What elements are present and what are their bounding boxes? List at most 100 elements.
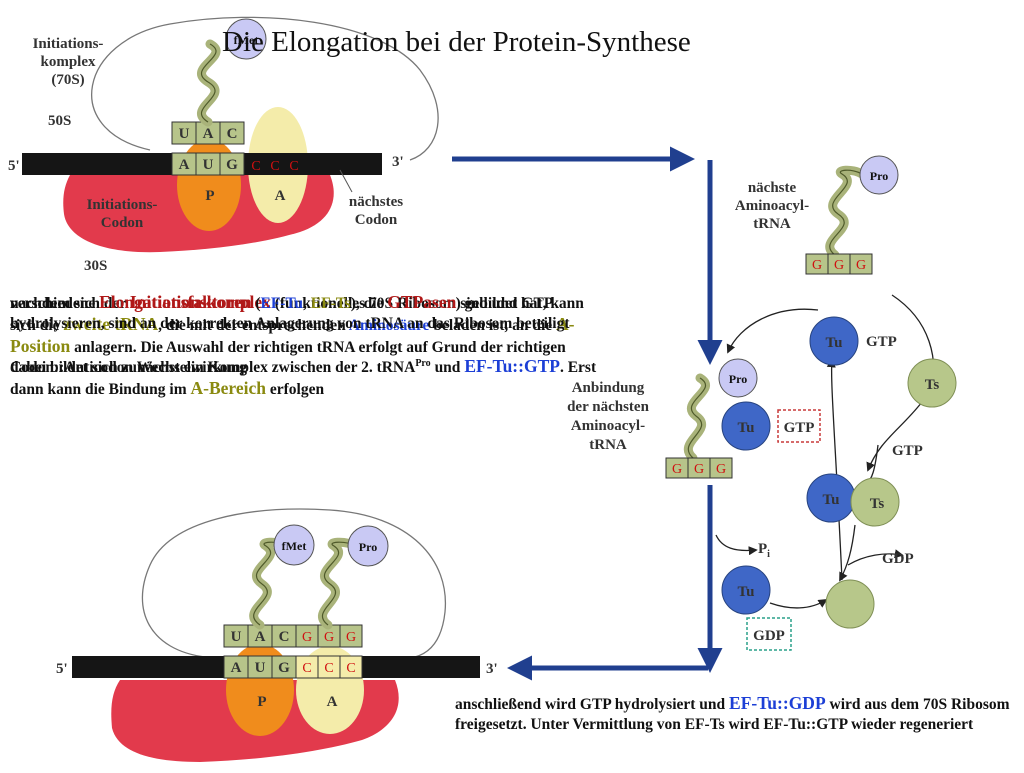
label-tu: Tu — [823, 492, 840, 508]
label-3-prime: 3' — [486, 661, 498, 677]
text-part: (funktionelles 70S Ribosom) gebildet hat… — [10, 295, 584, 334]
codon-box — [339, 655, 363, 679]
label-50s: 50S — [48, 113, 71, 129]
label-gtp: GTP — [866, 334, 897, 350]
text-part: , — [303, 295, 311, 312]
label-next-aminoacyl-trna: tRNA — [753, 216, 791, 232]
trna-tu-complex: G G G Tu GTP Pro Anbindung der nächsten … — [567, 358, 821, 479]
highlight-a-region: A-Bereich — [190, 378, 267, 399]
base-next-codon: C — [251, 159, 260, 174]
cycle-arrow — [826, 358, 843, 581]
text-part: anschließend wird GTP hydrolysiert und — [455, 696, 730, 713]
label-next-aminoacyl-trna: Aminoacyl- — [735, 198, 809, 214]
highlight-elongation-factors: Elongationsfaktoren — [99, 292, 252, 312]
base-anticodon: G — [834, 258, 844, 273]
ts-circle — [850, 477, 900, 527]
text-part: sind und GTP hydrolysieren, sind an der … — [10, 295, 570, 332]
text-part: und — [430, 359, 465, 377]
base-codon: G — [226, 157, 238, 173]
base-anticodon: G — [672, 462, 682, 477]
base-anticodon: U — [179, 126, 190, 142]
base-codon: C — [346, 661, 355, 676]
label-a-site: A — [327, 694, 338, 710]
top-ribosome: U A C A U G C C C fMet Initiations- komp… — [8, 16, 439, 274]
base-codon: A — [231, 660, 242, 676]
base-anticodon: C — [227, 126, 238, 142]
tu-circle — [721, 401, 771, 451]
tu-gdp-release: Pi Tu GDP — [715, 534, 792, 651]
anticodon-box — [339, 624, 363, 648]
cycle-arrow — [726, 308, 819, 354]
label-initiation-complex: (70S) — [51, 72, 84, 88]
anticodon-box — [219, 121, 245, 145]
base-anticodon: G — [302, 630, 312, 645]
amino-acid-fmet-circle — [225, 18, 267, 60]
gtp-dotted-box — [777, 409, 821, 443]
gdp-dotted-box — [746, 617, 792, 651]
superscript-pro: Pro — [415, 358, 431, 369]
label-5-prime: 5' — [8, 158, 20, 174]
highlight-a-position: A-Position — [10, 314, 575, 356]
trna-stem — [321, 541, 357, 626]
page-title: Die Elongation bei der Protein-Synthese — [222, 26, 691, 58]
flow-arrows — [452, 146, 723, 681]
label-gdp: GDP — [753, 628, 785, 644]
base-anticodon: G — [856, 258, 866, 273]
ribosome-50s-outline — [141, 508, 447, 659]
label-3-prime: 3' — [392, 154, 404, 170]
release-arrow — [715, 534, 758, 556]
base-anticodon: U — [231, 629, 242, 645]
trna-stem — [683, 373, 710, 463]
label-30s: 30S — [84, 258, 107, 274]
label-fmet: fMet — [234, 33, 259, 47]
label-pi: Pi — [758, 541, 770, 560]
base-anticodon: A — [203, 126, 214, 142]
text-part: , die mit der entsprechenden — [158, 317, 349, 334]
ribosome-50s-outline — [91, 16, 439, 161]
base-codon: U — [255, 660, 266, 676]
base-anticodon: G — [346, 630, 356, 645]
label-a-site: A — [275, 188, 286, 204]
base-codon: C — [302, 661, 311, 676]
trna-stem — [253, 541, 289, 626]
next-trna-group: G G G Pro nächste Aminoacyl- tRNA — [735, 155, 899, 275]
base-anticodon: C — [279, 629, 290, 645]
label-tu: Tu — [826, 335, 843, 351]
text-part: ), die — [350, 295, 388, 312]
label-fmet: fMet — [282, 539, 307, 553]
base-codon: A — [179, 157, 190, 173]
text-part: wird aus dem 70S Ribosom freigesetzt. Un… — [455, 696, 1010, 733]
trna-stem — [687, 377, 707, 459]
text-part: . Erst dann kann die Bindung im — [10, 359, 597, 399]
text-part: beladen ist, an die — [429, 317, 557, 334]
label-ts: Ts — [870, 496, 885, 512]
label-p-site: P — [257, 694, 266, 710]
base-codon: G — [278, 660, 290, 676]
text-initiation-complex: nachdem sich der Initiationskomplex (fun… — [10, 292, 600, 378]
trna-stem — [200, 43, 217, 123]
base-anticodon: G — [812, 258, 822, 273]
label-tu: Tu — [738, 420, 755, 436]
tu-gdp-circle — [721, 565, 771, 615]
label-pro: Pro — [729, 372, 747, 386]
label-next-codon: Codon — [355, 212, 398, 228]
label-gtp: GTP — [892, 443, 923, 459]
cycle-arrow — [769, 599, 828, 609]
label-next-aminoacyl-trna: nächste — [748, 180, 797, 196]
bottom-ribosome: fMet Pro U A C G G G A U G C C C 5' 3' P… — [56, 508, 498, 762]
highlight-ef-ts: EF-Ts — [310, 295, 351, 312]
label-p-site: P — [205, 188, 214, 204]
text-elongation-factors: verschiedene Elongationsfaktoren (EF-Tu,… — [10, 292, 610, 400]
cycle-arrow — [847, 549, 904, 566]
base-anticodon: G — [324, 630, 334, 645]
cycle-arrow — [866, 401, 923, 472]
label-pro: Pro — [359, 540, 377, 554]
label-5-prime: 5' — [56, 661, 68, 677]
highlight-amino-acid: Aminosäure — [348, 317, 430, 334]
label-tu: Tu — [738, 584, 755, 600]
label-next-codon: nächstes — [349, 194, 403, 210]
label-gdp: GDP — [882, 551, 914, 567]
label-initiation-complex: Initiations- — [33, 36, 104, 52]
tu-gtp-circle — [809, 316, 859, 366]
